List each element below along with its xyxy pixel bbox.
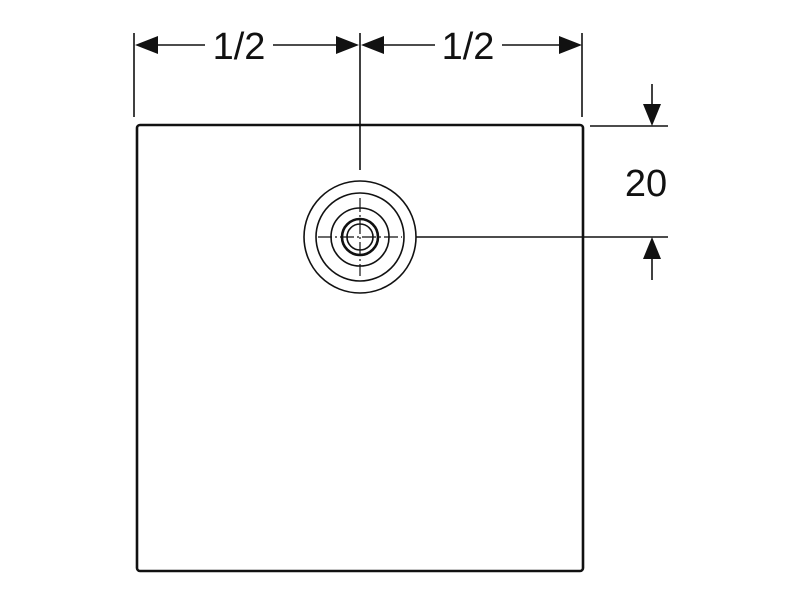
arrowhead-left-end <box>336 36 359 54</box>
arrowhead-offset-bottom <box>643 237 661 259</box>
dimension-label-left-half: 1/2 <box>213 26 266 68</box>
dimension-label-drain-offset: 20 <box>625 163 667 205</box>
arrowhead-right-start <box>361 36 384 54</box>
drain-outer-ring <box>303 180 417 294</box>
drain-icon <box>303 180 417 294</box>
tray-outline <box>135 123 585 573</box>
arrowhead-right-end <box>559 36 582 54</box>
dimension-label-right-half: 1/2 <box>442 26 495 68</box>
arrowhead-left-start <box>135 36 158 54</box>
arrowhead-offset-top <box>643 104 661 126</box>
drain-middle-ring <box>315 192 405 282</box>
